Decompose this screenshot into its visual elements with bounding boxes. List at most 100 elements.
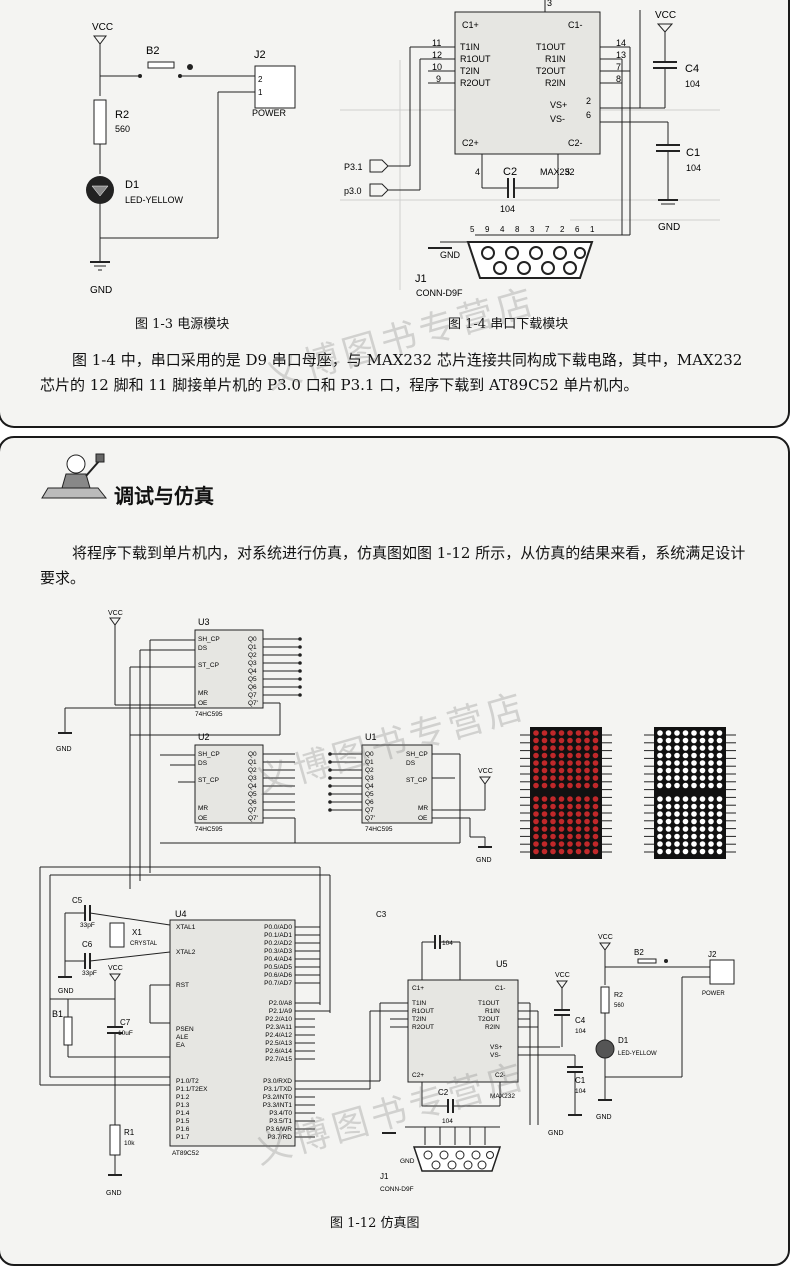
svg-text:8: 8	[616, 74, 621, 84]
svg-text:ST_CP: ST_CP	[406, 777, 427, 784]
led-dot	[691, 760, 697, 766]
led-dot	[708, 803, 714, 810]
led-dot	[682, 841, 689, 847]
svg-text:P3.4/T0: P3.4/T0	[269, 1110, 292, 1117]
svg-text:Q7: Q7	[248, 692, 257, 699]
svg-text:MR: MR	[198, 690, 208, 697]
led-dot	[592, 775, 599, 781]
b2-label: B2	[146, 45, 159, 57]
gnd-label: GND	[90, 285, 112, 296]
led-dot	[567, 730, 573, 736]
led-dot	[584, 841, 590, 847]
svg-text:P2.3/A11: P2.3/A11	[266, 1024, 293, 1031]
svg-text:1: 1	[590, 225, 595, 234]
led-dot	[708, 782, 714, 789]
svg-text:Q2: Q2	[365, 767, 374, 774]
led-dot	[716, 745, 723, 751]
svg-text:J1: J1	[380, 1172, 389, 1181]
svg-text:T2IN: T2IN	[460, 66, 480, 76]
svg-text:P2.0/A8: P2.0/A8	[269, 1000, 293, 1007]
svg-text:VCC: VCC	[598, 934, 613, 941]
led-dot	[558, 767, 565, 774]
svg-text:11: 11	[432, 38, 441, 48]
led-dot	[541, 818, 548, 825]
svg-text:Q2: Q2	[248, 652, 257, 659]
svg-text:R1OUT: R1OUT	[460, 54, 491, 64]
led-dot	[592, 730, 599, 736]
led-dot	[584, 818, 590, 825]
b1-reset-button	[63, 1016, 73, 1046]
led-dot	[665, 767, 672, 774]
svg-text:74HC595: 74HC595	[195, 711, 223, 718]
c1-label: C1	[686, 147, 700, 159]
led-dot	[550, 833, 556, 840]
led-dot	[657, 775, 663, 781]
svg-text:7: 7	[545, 225, 550, 234]
led-dot	[541, 760, 548, 766]
led-dot	[674, 811, 680, 817]
led-dot	[533, 803, 539, 810]
svg-text:Q1: Q1	[365, 759, 374, 766]
led-dot	[584, 737, 590, 744]
led-dot	[657, 833, 663, 840]
led-dot	[567, 745, 573, 751]
led-dot	[691, 848, 697, 855]
led-dot	[699, 730, 706, 736]
led-dot	[550, 796, 556, 802]
svg-text:VS+: VS+	[490, 1044, 503, 1051]
led-dot	[674, 796, 680, 802]
svg-text:T1OUT: T1OUT	[478, 1000, 499, 1007]
svg-text:74HC595: 74HC595	[365, 826, 393, 833]
svg-text:8: 8	[515, 225, 520, 234]
led-dot	[575, 730, 582, 736]
led-dot	[592, 826, 599, 832]
svg-text:C3: C3	[376, 910, 387, 919]
svg-text:Q2: Q2	[248, 767, 257, 774]
led-dot	[533, 752, 539, 759]
b2-switch	[147, 61, 175, 69]
led-dot	[665, 833, 672, 840]
led-dot	[541, 811, 548, 817]
u4-label: U4	[175, 909, 187, 919]
led-dot	[716, 737, 723, 744]
svg-text:VS+: VS+	[550, 100, 567, 110]
led-dot	[575, 848, 582, 855]
led-dot	[550, 730, 556, 736]
led-dot	[682, 745, 689, 751]
led-dot	[691, 752, 697, 759]
led-dot	[674, 752, 680, 759]
c2-label: C2	[503, 166, 517, 178]
u3-label: U3	[198, 617, 210, 627]
svg-text:DS: DS	[406, 760, 416, 767]
led-dot	[575, 752, 582, 759]
svg-text:12: 12	[432, 50, 442, 60]
led-dot	[533, 826, 539, 832]
led-dot	[533, 775, 539, 781]
led-dot	[567, 782, 573, 789]
led-dot	[657, 782, 663, 789]
led-dot	[558, 775, 565, 781]
led-dot	[575, 841, 582, 847]
svg-text:VCC: VCC	[478, 768, 493, 775]
led-dot	[584, 730, 590, 736]
led-dot	[682, 752, 689, 759]
led-dot	[665, 730, 672, 736]
svg-text:R2: R2	[614, 992, 623, 999]
svg-text:P0.0/AD0: P0.0/AD0	[264, 924, 292, 931]
led-dot	[533, 730, 539, 736]
led-dot	[716, 752, 723, 759]
led-dot	[691, 782, 697, 789]
led-dot	[691, 737, 697, 744]
svg-text:R2OUT: R2OUT	[412, 1024, 434, 1031]
led-dot	[592, 752, 599, 759]
led-dot	[567, 803, 573, 810]
svg-text:VCC: VCC	[108, 965, 123, 972]
svg-text:14: 14	[616, 38, 626, 48]
svg-text:104: 104	[500, 204, 515, 214]
svg-text:GND: GND	[400, 1158, 415, 1165]
svg-text:OE: OE	[198, 815, 208, 822]
led-dot	[691, 833, 697, 840]
led-dot	[691, 767, 697, 774]
led-dot	[674, 848, 680, 855]
j2-label: J2	[254, 49, 266, 61]
